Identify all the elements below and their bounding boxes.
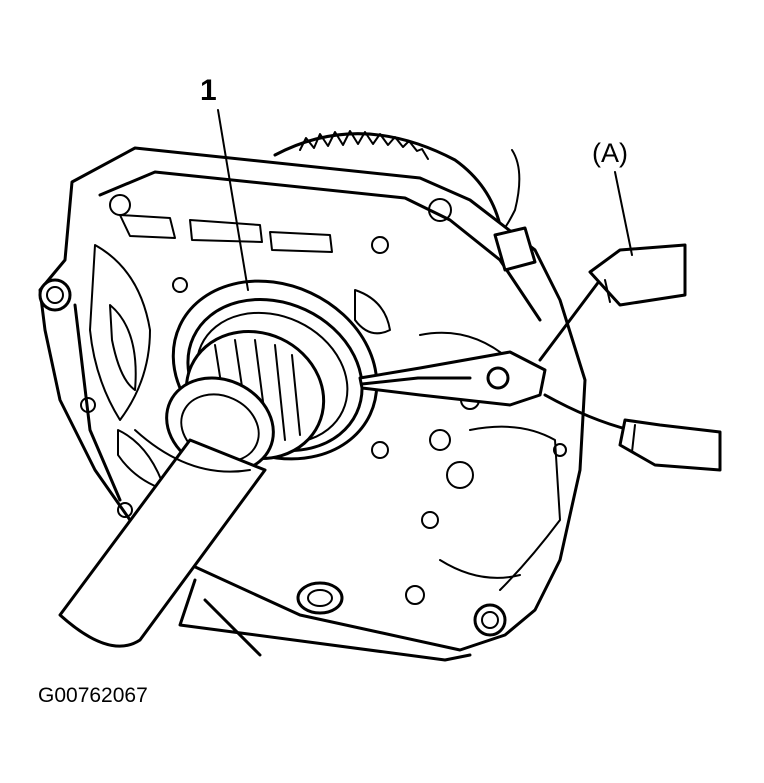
- leader-line-a: [614, 171, 633, 256]
- leader-line-1: [217, 109, 249, 291]
- snap-ring-pliers: [358, 243, 722, 472]
- callout-a: (A): [592, 138, 628, 168]
- output-shaft: [58, 329, 326, 648]
- figure-code: G00762067: [38, 684, 148, 707]
- callout-1: 1: [200, 74, 217, 107]
- lower-housing: [178, 578, 472, 662]
